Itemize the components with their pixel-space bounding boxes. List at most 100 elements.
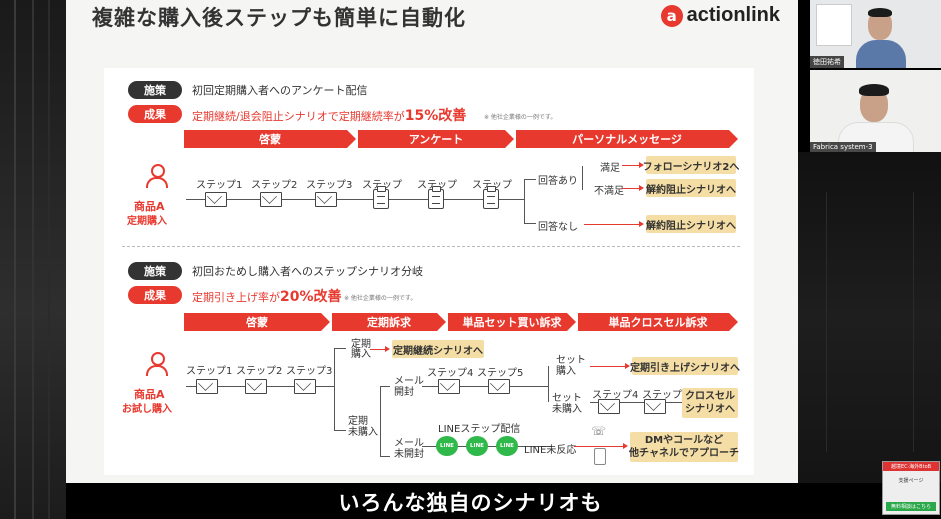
product-sub-1: 定期購入 bbox=[127, 216, 167, 227]
participant-name-1: 徳田祐希 bbox=[810, 56, 844, 68]
survey-clipboard-icon bbox=[483, 186, 499, 209]
result-big-2: 20%改善 bbox=[280, 289, 342, 305]
answered-label: 回答あり bbox=[538, 176, 578, 187]
label-part: セット bbox=[556, 355, 586, 366]
box-line: クロスセル bbox=[685, 391, 735, 402]
survey-clipboard-icon bbox=[428, 186, 444, 209]
tag-measure-1: 施策 bbox=[128, 81, 182, 99]
note-2: ※ 他社企業様の一例です。 bbox=[344, 295, 417, 302]
person-body bbox=[838, 122, 914, 152]
box-dm-channel: DMやコールなど他チャネルでアプローチ bbox=[629, 432, 739, 462]
branch-line bbox=[524, 179, 526, 223]
person-icon-2 bbox=[146, 352, 168, 380]
slide-title: 複雑な購入後ステップも簡単に自動化 bbox=[92, 6, 466, 30]
label-part: 未購入 bbox=[348, 427, 378, 438]
arrow bbox=[590, 363, 630, 369]
label-part: 開封 bbox=[394, 387, 414, 398]
label-part: 未購入 bbox=[552, 404, 582, 415]
step-1-3: ステップ bbox=[362, 176, 402, 191]
survey-clipboard-icon bbox=[373, 186, 389, 209]
flow-line-3 bbox=[422, 386, 548, 388]
label-part: 購 bbox=[351, 349, 361, 360]
result-pre-1: 定期継続/退会阻止シナリオで定期継続率が bbox=[192, 110, 405, 123]
box-line: シナリオへ bbox=[685, 404, 735, 415]
set-nobuy-label: セット未購入 bbox=[552, 393, 582, 415]
branch-line bbox=[380, 386, 382, 456]
teiki-mikounyu-label: 定期未購入 bbox=[348, 416, 378, 438]
person-body bbox=[856, 40, 906, 68]
actionlink-logo: a actionlink bbox=[660, 4, 780, 27]
result-text-1: 定期継続/退会阻止シナリオで定期継続率が15%改善 bbox=[192, 105, 466, 125]
box-follow-scenario: フォローシナリオ2へ bbox=[643, 156, 739, 174]
telephone-icon: ☏ bbox=[591, 424, 607, 438]
arrow bbox=[584, 221, 644, 227]
step-4-label: ステップ4 bbox=[427, 368, 474, 379]
mail-icon bbox=[438, 379, 460, 394]
mail-icon bbox=[196, 379, 218, 394]
label-part: 購入 bbox=[556, 366, 576, 377]
label-part: 定期 bbox=[348, 416, 368, 427]
step-4b-label: ステップ4 bbox=[592, 390, 639, 401]
unsatisfied-label: 不満足 bbox=[594, 186, 624, 197]
arrow bbox=[622, 185, 644, 191]
branch-line bbox=[334, 348, 346, 350]
label-part: セット bbox=[552, 393, 582, 404]
branch-line bbox=[380, 456, 390, 458]
phase-1-2: パーソナルメッセージ bbox=[516, 130, 738, 148]
box-cross-scenario: クロスセルシナリオへ bbox=[682, 388, 738, 418]
product-sub-2: お試し購入 bbox=[122, 404, 172, 415]
person-hair bbox=[859, 84, 889, 96]
mail-icon bbox=[245, 379, 267, 394]
branch-line bbox=[334, 430, 346, 432]
flow-panel: 施策 初回定期購入者へのアンケート配信 成果 定期継続/退会阻止シナリオで定期継… bbox=[104, 68, 754, 475]
phase-1-0: 啓蒙 bbox=[184, 130, 356, 148]
result-pre-2: 定期引き上げ率が bbox=[192, 291, 280, 304]
branch-line bbox=[548, 366, 550, 402]
ad-consult-button[interactable]: 無料相談はこちら bbox=[886, 502, 936, 511]
branch-line bbox=[334, 348, 336, 430]
video-tile-1[interactable]: 徳田祐希 bbox=[810, 0, 941, 68]
smartphone-icon bbox=[594, 448, 606, 465]
label-part: 定 bbox=[351, 339, 361, 350]
label-part: メール bbox=[394, 438, 424, 449]
line-app-icon: LINE bbox=[436, 436, 458, 456]
section-divider bbox=[122, 246, 740, 247]
label-part: メール bbox=[394, 376, 424, 387]
step-5b-label: ステップ5 bbox=[642, 390, 689, 401]
logo-mark-icon: a bbox=[660, 4, 683, 27]
participant-name-2: Fabrica system-3 bbox=[810, 142, 876, 152]
measure-text-1: 初回定期購入者へのアンケート配信 bbox=[192, 84, 368, 97]
step-2-1: ステップ2 bbox=[236, 366, 283, 377]
mail-open-label: メール開封 bbox=[394, 376, 424, 398]
ad-line: 支援ページ bbox=[898, 478, 924, 484]
label-part: 期 bbox=[361, 339, 371, 350]
step-2-0: ステップ1 bbox=[186, 366, 233, 377]
label-part: 入 bbox=[361, 349, 371, 360]
caption-subtitle: いろんな独自のシナリオも bbox=[338, 491, 603, 515]
branch-line bbox=[524, 223, 536, 225]
note-1: ※ 他社企業様の一例です。 bbox=[484, 114, 557, 121]
mail-unopen-label: メール未開封 bbox=[394, 438, 424, 460]
arrow bbox=[370, 346, 390, 352]
teiki-kounyu-label: 定期購入 bbox=[351, 340, 371, 360]
person-icon-1 bbox=[146, 164, 168, 192]
line-app-icon: LINE bbox=[466, 436, 488, 456]
result-big-1: 15%改善 bbox=[404, 108, 467, 124]
arrow bbox=[574, 443, 628, 449]
ad-banner[interactable]: 越境EC·海外BtoB 支援ページ 無料相談はこちら bbox=[882, 461, 940, 515]
phase-2-2: 単品セット買い訴求 bbox=[448, 313, 576, 331]
product-1: 商品A bbox=[134, 200, 165, 213]
step-5-label: ステップ5 bbox=[477, 368, 524, 379]
box-line: DMやコールなど bbox=[644, 435, 724, 446]
branch-line bbox=[582, 166, 584, 190]
box-cancel-scenario-2: 解約阻止シナリオへ bbox=[646, 215, 736, 233]
step-1-2: ステップ3 bbox=[306, 180, 353, 191]
step-1-1: ステップ2 bbox=[251, 180, 298, 191]
phase-1-1: アンケート bbox=[358, 130, 514, 148]
video-tile-2[interactable]: Fabrica system-3 bbox=[810, 70, 941, 152]
step-1-4: ステップ bbox=[417, 176, 457, 191]
person-hair bbox=[868, 8, 892, 17]
box-cancel-scenario-1: 解約阻止シナリオへ bbox=[646, 179, 736, 197]
tag-result-1: 成果 bbox=[128, 105, 182, 123]
not-answered-label: 回答なし bbox=[538, 222, 578, 233]
